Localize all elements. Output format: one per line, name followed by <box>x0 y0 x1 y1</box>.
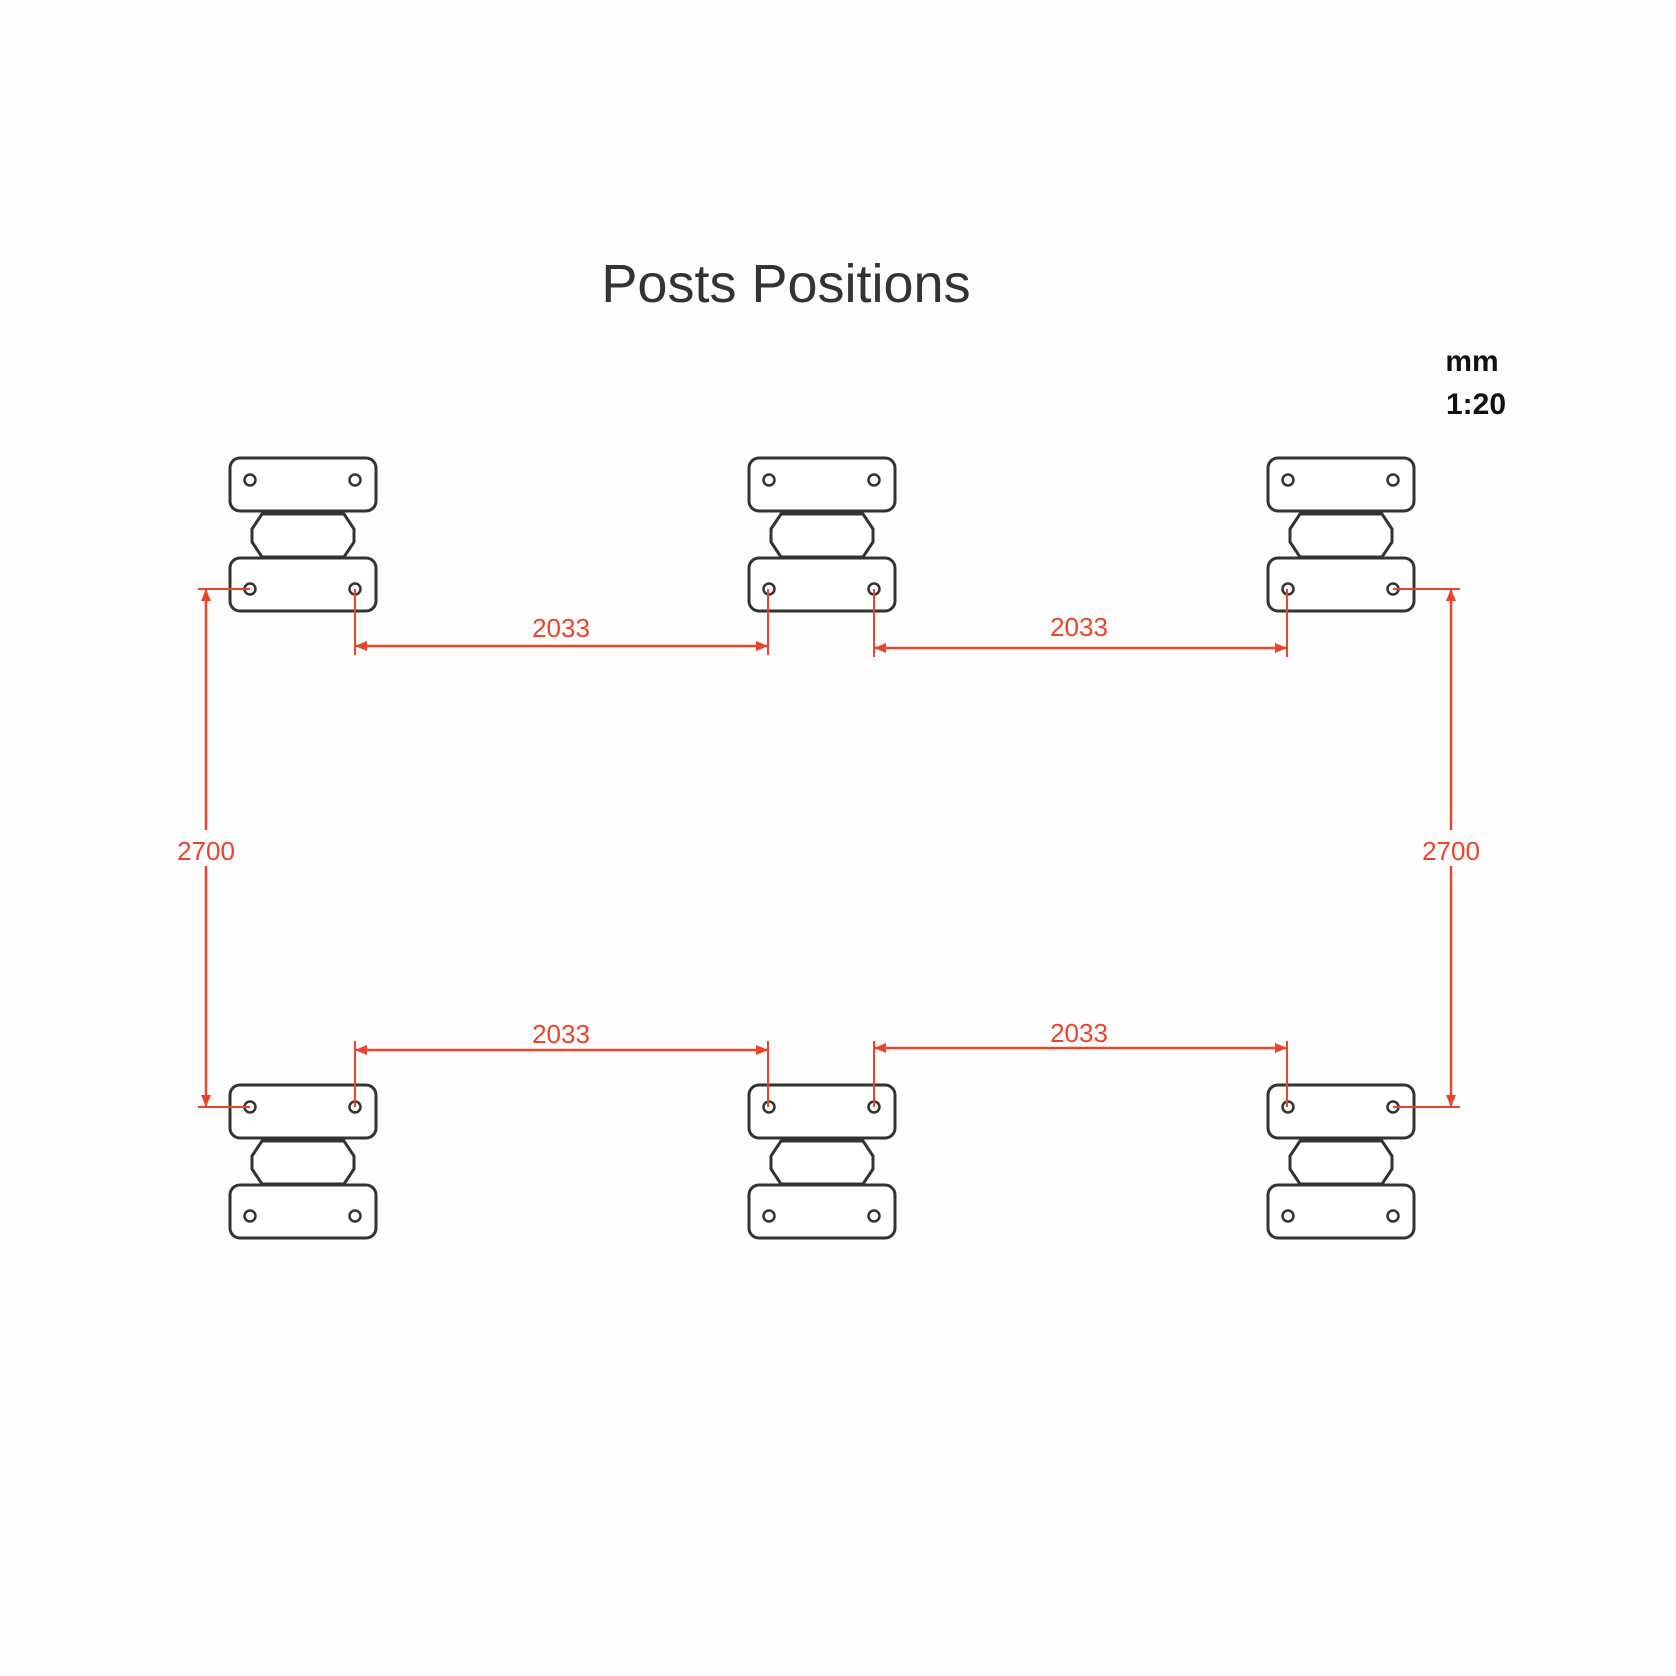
post-top-left <box>228 456 378 613</box>
dimension-arrowhead <box>355 1045 367 1055</box>
scale-label: 1:20 <box>1446 388 1506 421</box>
dimension-arrowhead <box>874 643 886 653</box>
dimension-left-height-label: 2700 <box>177 836 235 866</box>
top-plate <box>747 1083 897 1140</box>
top-plate <box>1266 1083 1416 1140</box>
bolt-hole <box>348 473 362 487</box>
bolt-hole <box>348 1209 362 1223</box>
post-column <box>769 512 875 559</box>
bolt-hole <box>867 1209 881 1223</box>
top-plate <box>1266 456 1416 513</box>
dimension-arrowhead <box>1275 1043 1287 1053</box>
post-top-right <box>1266 456 1416 613</box>
post-column <box>1288 512 1394 559</box>
bolt-hole <box>1281 473 1295 487</box>
dimension-bottom-left-label: 2033 <box>532 1019 590 1049</box>
post-column <box>250 512 356 559</box>
dimension-arrowhead <box>1275 643 1287 653</box>
post-column <box>250 1139 356 1186</box>
bolt-hole <box>243 1209 257 1223</box>
dimension-right-height-label: 2700 <box>1422 836 1480 866</box>
top-plate <box>747 456 897 513</box>
dimensions-layer <box>176 588 1481 1108</box>
label-backdrop <box>1041 610 1117 640</box>
post-bottom-left <box>228 1083 378 1240</box>
dimension-top-left-label: 2033 <box>532 613 590 643</box>
bolt-hole <box>1281 1209 1295 1223</box>
bolt-hole <box>1386 1209 1400 1223</box>
bolt-hole <box>762 473 776 487</box>
top-plate <box>228 1083 378 1140</box>
dimension-arrowhead <box>756 641 768 651</box>
bolt-hole <box>1386 473 1400 487</box>
dimension-arrowhead <box>1446 1095 1456 1107</box>
bolt-hole <box>762 1209 776 1223</box>
bolt-hole <box>867 473 881 487</box>
post-bottom-middle <box>747 1083 897 1240</box>
label-backdrop <box>523 611 599 641</box>
post-column <box>769 1139 875 1186</box>
bolt-hole <box>243 473 257 487</box>
dimension-arrowhead <box>201 1095 211 1107</box>
post-column <box>1288 1139 1394 1186</box>
dimension-arrowhead <box>355 641 367 651</box>
dimension-arrowhead <box>874 1043 886 1053</box>
label-backdrop <box>176 830 236 866</box>
units-label: mm <box>1445 345 1498 378</box>
dimension-arrowhead <box>1446 589 1456 601</box>
label-backdrop <box>1421 830 1481 866</box>
dimension-bottom-right-label: 2033 <box>1050 1018 1108 1048</box>
top-plate <box>228 456 378 513</box>
dimension-arrowhead <box>201 589 211 601</box>
dimension-arrowhead <box>756 1045 768 1055</box>
dimension-top-right-label: 2033 <box>1050 612 1108 642</box>
label-backdrop <box>523 1017 599 1047</box>
drawing-title: Posts Positions <box>601 254 970 314</box>
post-bottom-right <box>1266 1083 1416 1240</box>
post-top-middle <box>747 456 897 613</box>
posts-layer <box>228 456 1416 1240</box>
label-backdrop <box>1041 1016 1117 1046</box>
